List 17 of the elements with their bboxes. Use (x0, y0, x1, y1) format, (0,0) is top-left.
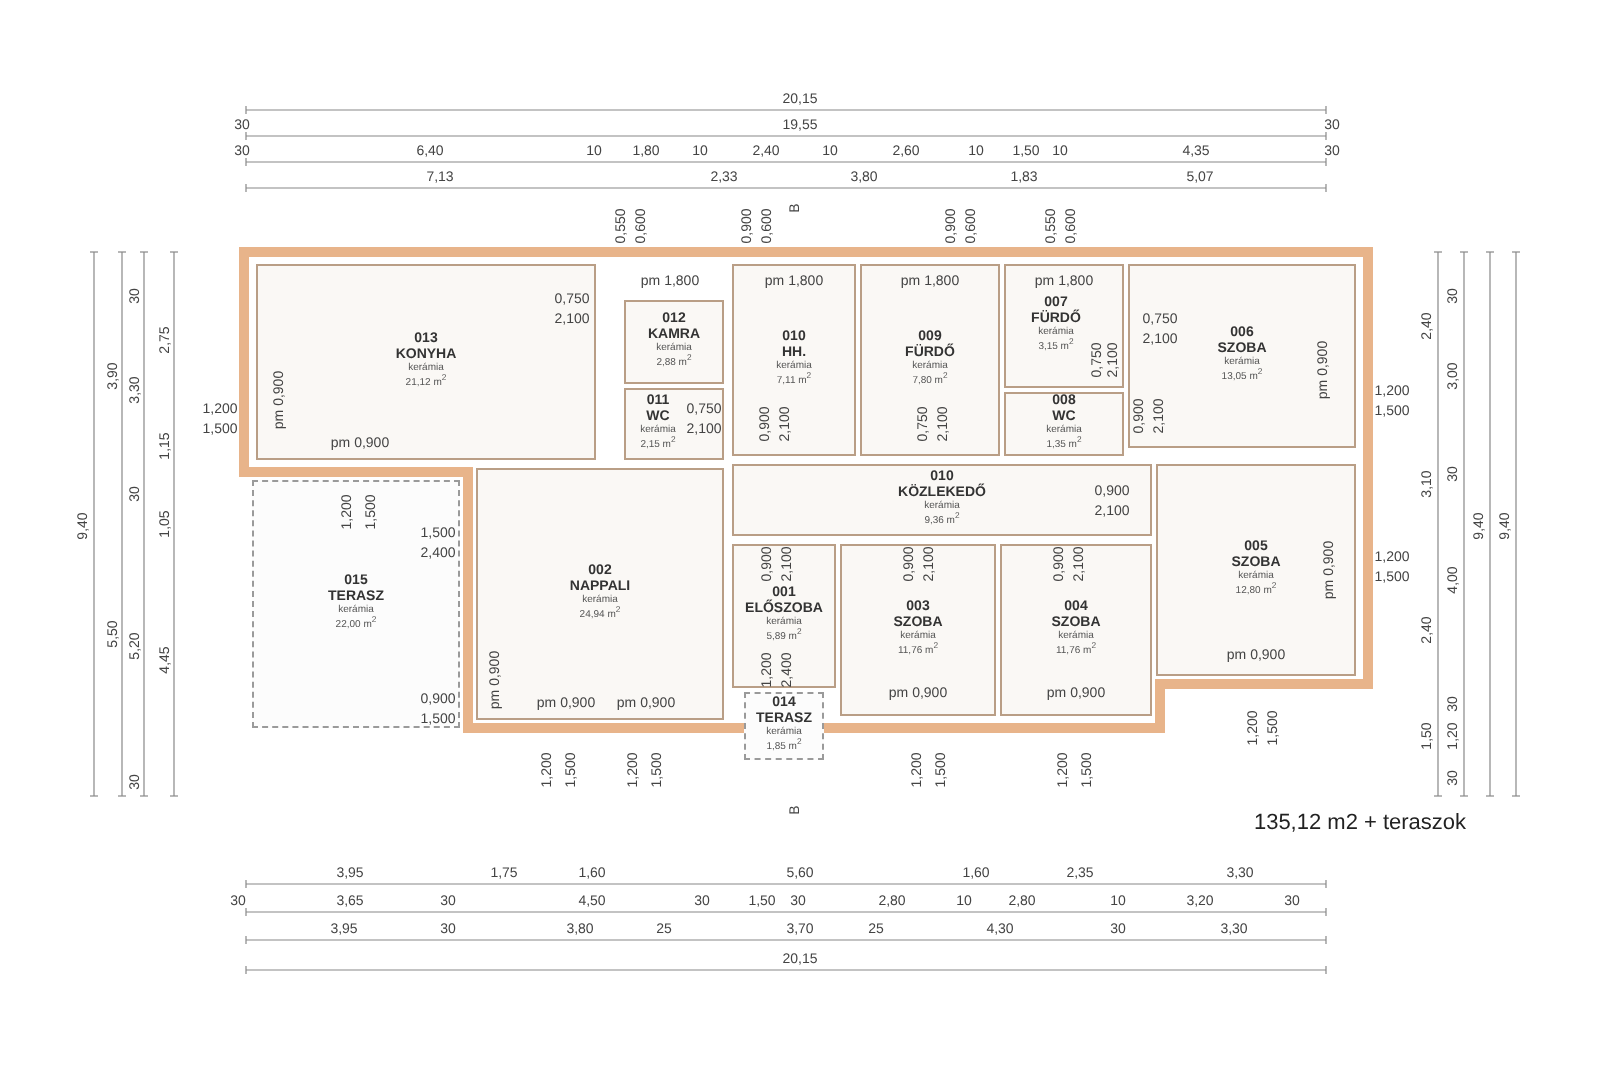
room (732, 544, 836, 688)
room (624, 388, 724, 460)
terrace (744, 692, 824, 760)
room (476, 468, 724, 720)
room (256, 264, 596, 460)
room (840, 544, 996, 716)
room (732, 464, 1152, 536)
total-area-note: 135,12 m2 + teraszok (1253, 813, 1467, 835)
terrace (252, 480, 460, 728)
room (1156, 464, 1356, 676)
room (624, 300, 724, 384)
room (1128, 264, 1356, 448)
room (1004, 264, 1124, 388)
room (1004, 392, 1124, 456)
room (732, 264, 856, 456)
room (860, 264, 1000, 456)
room (1000, 544, 1152, 716)
